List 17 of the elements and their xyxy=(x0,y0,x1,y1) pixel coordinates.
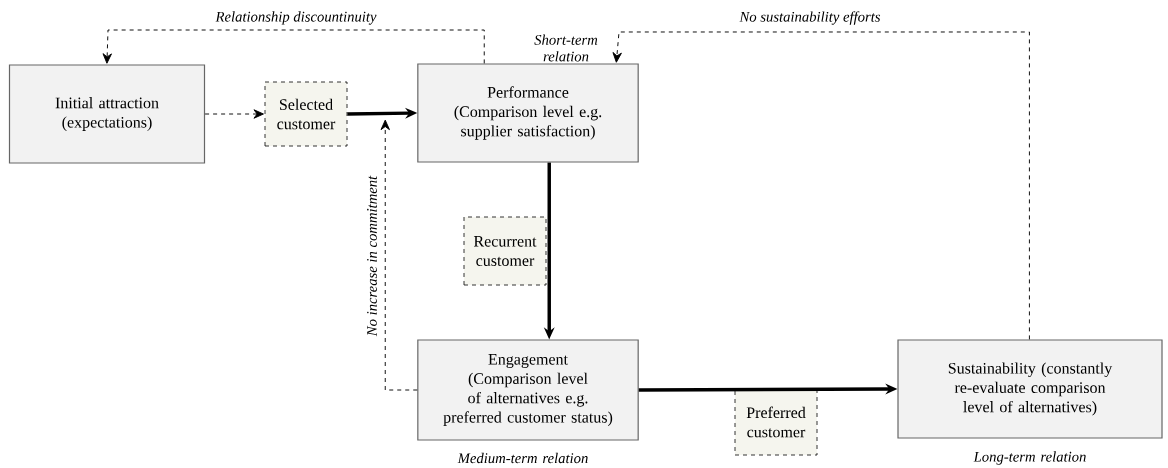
relation-label: Short-term relation xyxy=(534,34,598,62)
arrow xyxy=(612,31,1030,340)
process-box: Sustainability (constantly re-evaluate comparison level of alternatives) xyxy=(897,339,1163,439)
process-box: Performance (Comparison level e.g. supplier satisfaction) xyxy=(417,63,639,163)
process-box: Initial attraction (expectations) xyxy=(8,64,206,164)
arrow xyxy=(102,29,485,64)
relation-label: Long-term relation xyxy=(973,451,1086,465)
edge-label: No sustainability efforts xyxy=(738,9,882,27)
relation-label: Medium-term relation xyxy=(457,452,588,464)
edge-label: Relationship discountinuity xyxy=(214,10,378,26)
state-box: Selected customer xyxy=(264,81,348,147)
process-box: Engagement (Comparison level of alternatives e.g. preferred customer status) xyxy=(417,339,639,441)
arrow xyxy=(380,119,418,391)
edge-label: No increase in commitment xyxy=(365,174,379,338)
state-box: Preferred customer xyxy=(734,388,818,456)
state-box: Recurrent customer xyxy=(463,216,547,286)
arrow xyxy=(204,109,264,119)
